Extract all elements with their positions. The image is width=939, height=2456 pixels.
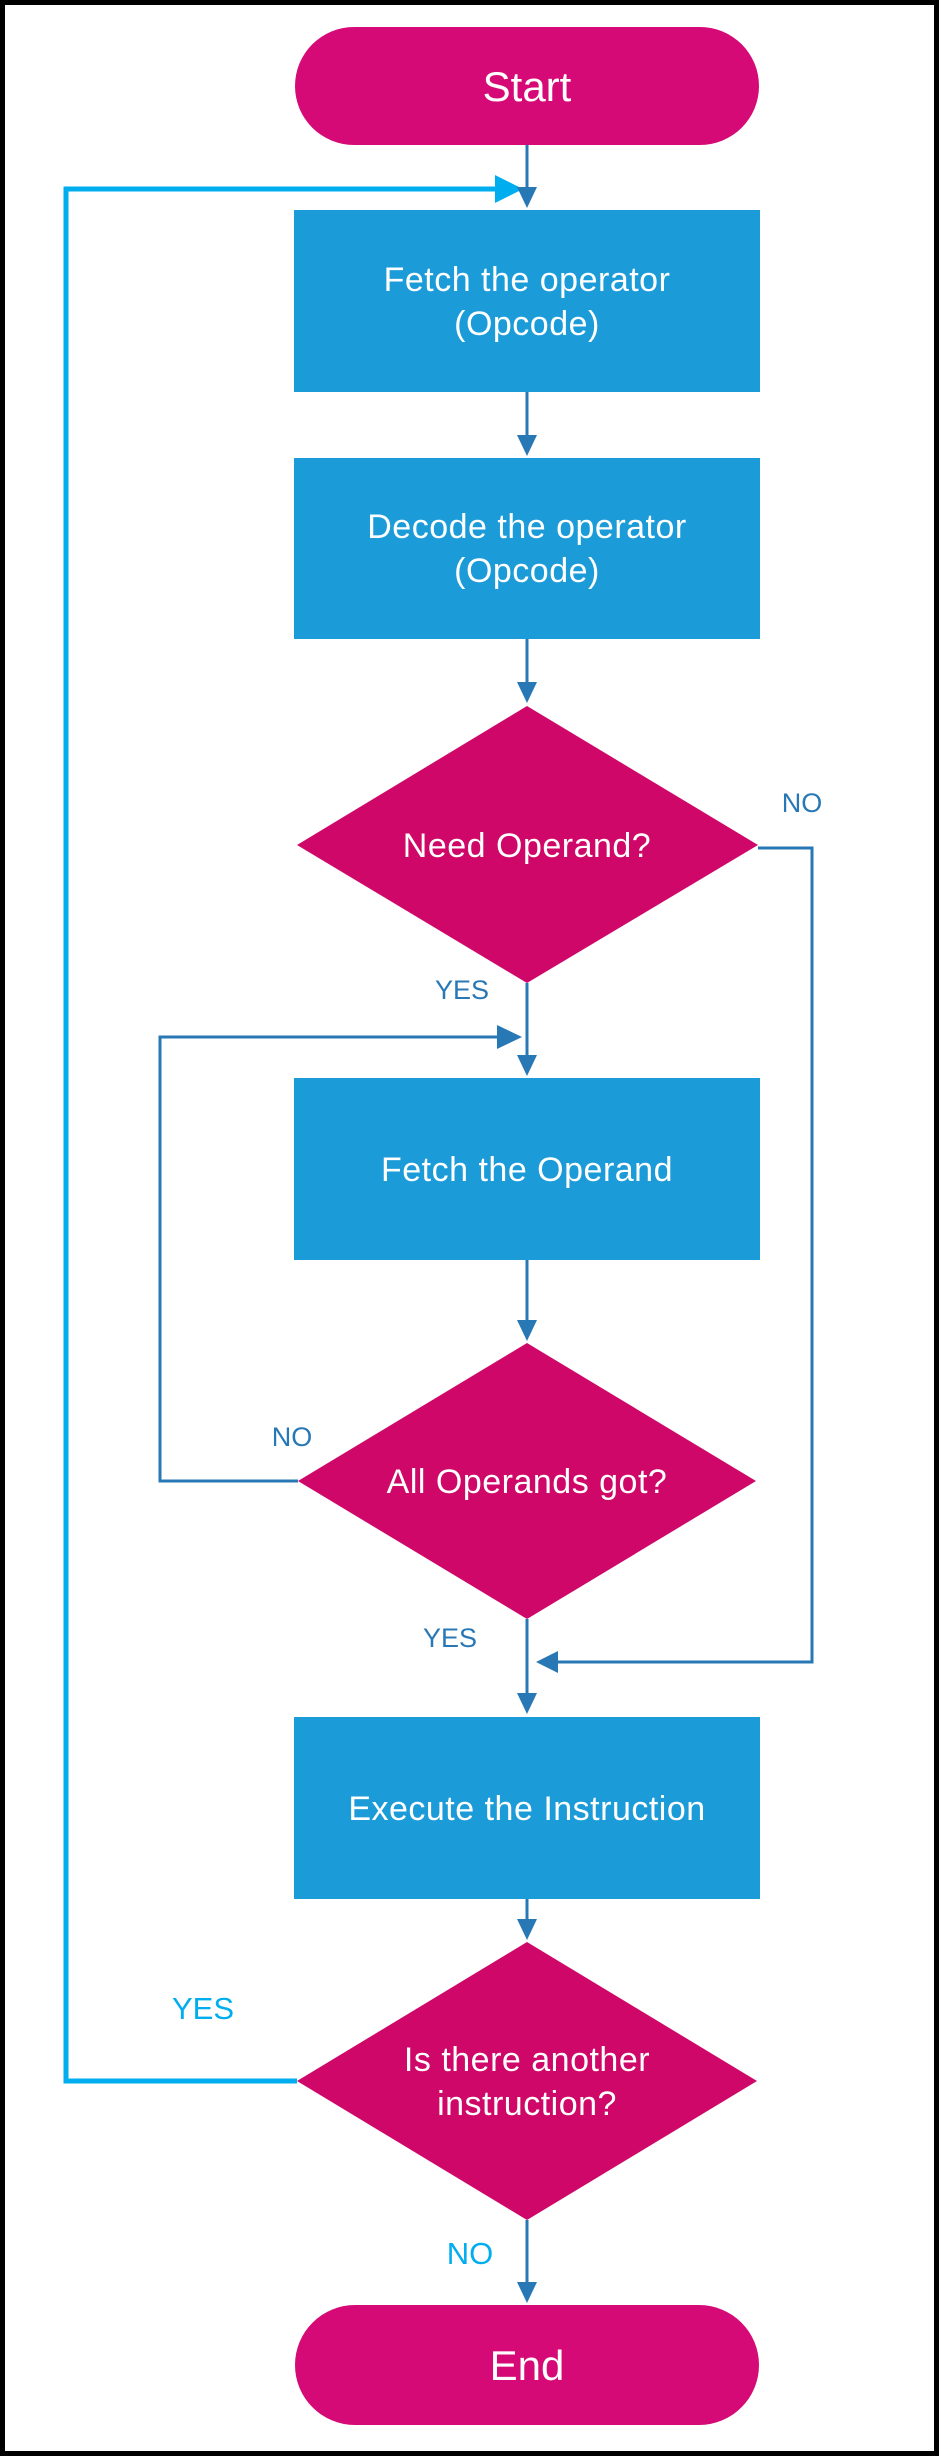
need-operand-yes-label: YES: [435, 975, 489, 1005]
need-operand-no-label: NO: [782, 788, 823, 818]
decode-operator-label-line1: Decode the operator: [367, 508, 686, 546]
edge-fetch-operand-to-all-operands: [517, 1260, 537, 1341]
edge-fetch-to-decode: [517, 392, 537, 456]
decode-operator-process-shape: [294, 458, 760, 639]
another-instruction-no-label: NO: [447, 2236, 494, 2271]
node-start: Start: [295, 27, 759, 145]
edge-decode-to-need-operand: [517, 639, 537, 703]
end-label: End: [490, 2342, 565, 2389]
arrowhead-into-execute: [517, 1693, 537, 1714]
arrowhead-into-all-operands: [517, 1320, 537, 1341]
fetch-operator-process-shape: [294, 210, 760, 392]
all-operands-label: All Operands got?: [387, 1463, 668, 1501]
start-terminator-shape: [295, 27, 759, 145]
edge-need-operand-no-path: [557, 846, 814, 1664]
arrowhead-start-to-fetch: [517, 187, 537, 208]
arrowhead-into-fetch-operand: [517, 1055, 537, 1076]
another-instruction-label-line2: instruction?: [437, 2085, 617, 2123]
fetch-operator-label-line1: Fetch the operator: [384, 261, 671, 299]
fetch-operator-label-line2: (Opcode): [454, 305, 600, 343]
node-another-instruction: Is there another instruction?: [297, 1942, 757, 2220]
all-operands-yes-label: YES: [423, 1623, 477, 1653]
node-execute-instruction: Execute the Instruction: [294, 1717, 760, 1899]
node-decode-operator: Decode the operator (Opcode): [294, 458, 760, 639]
edge-all-operands-no-path: [158, 1035, 498, 1483]
all-operands-decision-shape: [298, 1343, 756, 1619]
edge-need-operand-no: [536, 846, 814, 1673]
arrowhead-fetch-to-decode: [517, 435, 537, 456]
node-end: End: [295, 2305, 759, 2425]
another-instruction-label-line1: Is there another: [404, 2041, 650, 2079]
node-fetch-operator: Fetch the operator (Opcode): [294, 210, 760, 392]
all-operands-no-label: NO: [272, 1422, 313, 1452]
arrowhead-decode-to-need-operand: [517, 682, 537, 703]
edge-another-yes-loop: [63, 175, 523, 2084]
edge-all-operands-no-loop: [158, 1025, 522, 1483]
edge-another-yes-path: [63, 186, 496, 2084]
another-instruction-decision-shape: [297, 1942, 757, 2220]
end-terminator-shape: [295, 2305, 759, 2425]
arrowhead-into-end: [517, 2282, 537, 2303]
node-need-operand: Need Operand?: [297, 706, 758, 983]
arrowhead-into-fetch-operator: [495, 175, 523, 203]
need-operand-label: Need Operand?: [403, 827, 651, 865]
edge-start-to-fetch: [517, 145, 537, 208]
another-instruction-yes-label: YES: [172, 1991, 234, 2026]
edge-another-no: [517, 2220, 537, 2303]
arrowhead-all-operands-no: [497, 1025, 522, 1049]
start-label: Start: [483, 63, 572, 110]
decode-operator-label-line2: (Opcode): [454, 552, 600, 590]
fetch-operand-label: Fetch the Operand: [381, 1151, 673, 1189]
arrowhead-need-operand-no: [536, 1651, 558, 1673]
fetch-operand-process-shape: [294, 1078, 760, 1260]
edge-need-operand-yes: [517, 983, 537, 1076]
execute-instruction-label: Execute the Instruction: [348, 1790, 705, 1828]
arrowhead-into-another: [517, 1919, 537, 1940]
node-all-operands: All Operands got?: [298, 1343, 756, 1619]
edge-all-operands-yes: [517, 1619, 537, 1714]
edge-execute-to-another: [517, 1899, 537, 1940]
node-fetch-operand: Fetch the Operand: [294, 1078, 760, 1260]
execute-instruction-process-shape: [294, 1717, 760, 1899]
need-operand-decision-shape: [297, 706, 758, 983]
